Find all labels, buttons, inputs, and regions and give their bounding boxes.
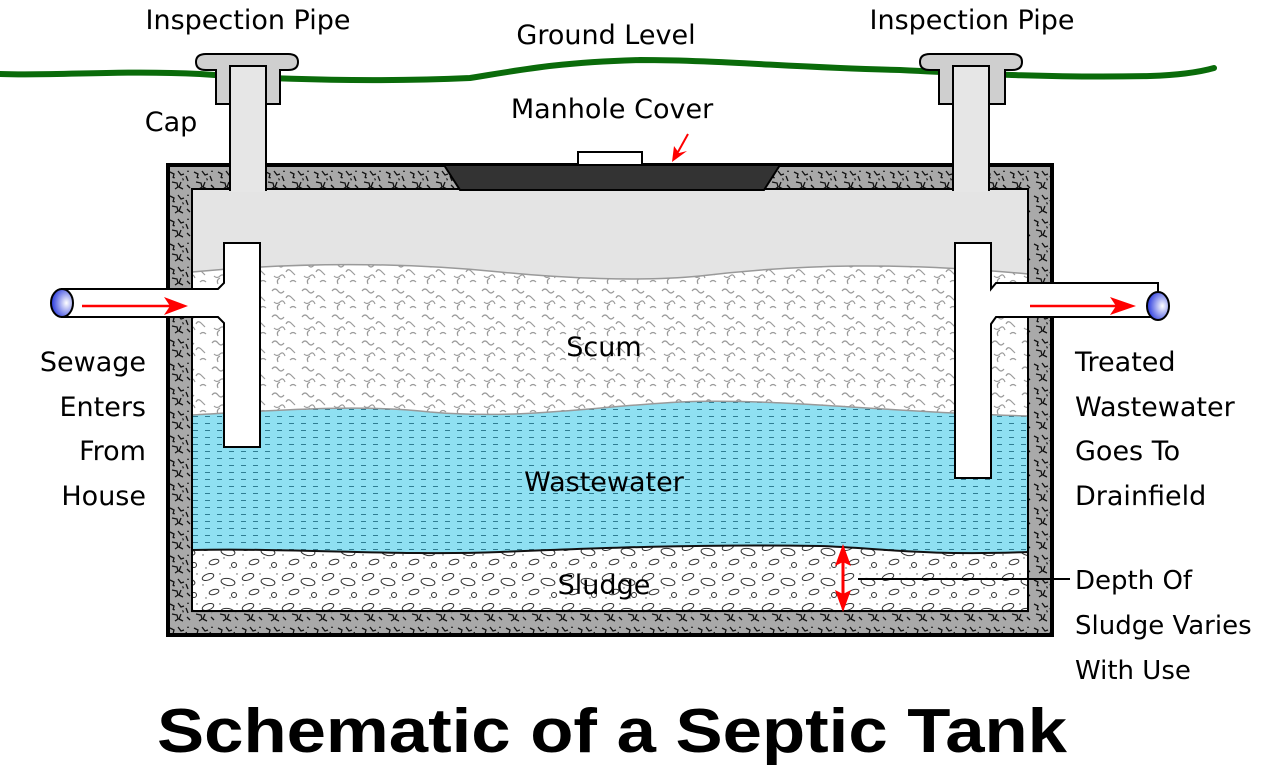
label-outlet-line-4: Drainfield: [1075, 481, 1206, 512]
label-sludge-depth-line-3: With Use: [1075, 656, 1191, 686]
sludge-depth-arrow-down-icon: [835, 590, 851, 612]
label-outlet-line-2: Wastewater: [1075, 392, 1236, 423]
inlet-tee-pipe: [61, 242, 261, 448]
label-manhole-cover: Manhole Cover: [511, 94, 714, 125]
label-inlet-line-1: Sewage: [40, 347, 146, 378]
label-inspection-pipe-left: Inspection Pipe: [146, 5, 351, 36]
label-sludge-depth-line-2: Sludge Varies: [1075, 611, 1252, 641]
inlet-flow-arrow-icon: [164, 297, 188, 315]
label-outlet-line-1: Treated: [1074, 347, 1176, 378]
diagram-title: Schematic of a Septic Tank: [157, 697, 1068, 766]
cap-left: [194, 53, 300, 105]
label-wastewater: Wastewater: [524, 467, 685, 498]
label-inlet-line-3: From: [79, 436, 146, 467]
label-sludge: Sludge: [558, 570, 651, 601]
label-sludge-depth-line-1: Depth Of: [1075, 566, 1193, 596]
inlet-pipe-end-icon: [50, 288, 74, 318]
label-inspection-pipe-right: Inspection Pipe: [870, 5, 1075, 36]
manhole-handle: [577, 151, 643, 166]
ground-level-line: [0, 56, 1217, 84]
sludge-depth-arrow-up-icon: [835, 544, 851, 566]
label-scum: Scum: [566, 332, 641, 363]
label-cap: Cap: [145, 107, 198, 138]
manhole-cover: [442, 164, 782, 191]
label-outlet-line-3: Goes To: [1075, 436, 1180, 467]
label-ground-level: Ground Level: [516, 20, 695, 51]
outlet-pipe-end-icon: [1146, 291, 1170, 321]
sludge-layer: [191, 544, 1029, 612]
outlet-flow-arrow-icon: [1110, 297, 1136, 315]
label-inlet-line-2: Enters: [59, 392, 146, 423]
label-inlet-line-4: House: [61, 481, 146, 512]
manhole-pointer-arrow-icon: [672, 146, 687, 162]
cap-right: [918, 53, 1024, 105]
